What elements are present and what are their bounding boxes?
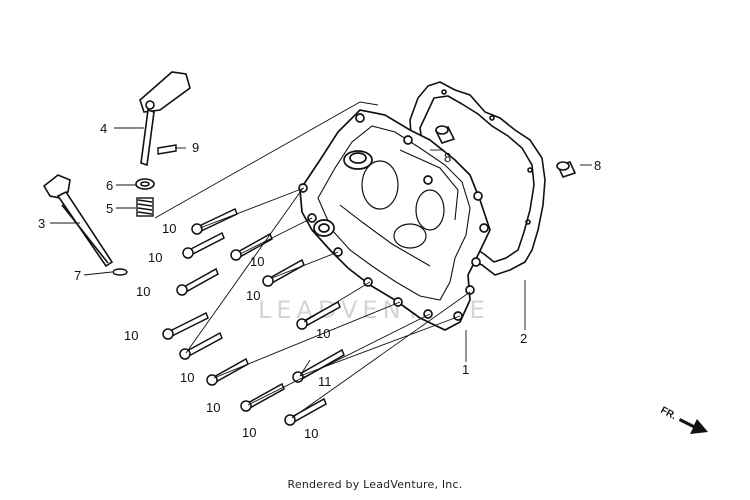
arm-lever: [139, 71, 191, 167]
bolt-7: [179, 331, 223, 360]
callout-10: 10: [316, 326, 330, 341]
leader-lines: [50, 101, 592, 419]
pin-bolt: [157, 144, 177, 155]
callout-10: 10: [180, 370, 194, 385]
bolt-6: [162, 311, 209, 340]
callout-10: 10: [206, 400, 220, 415]
front-direction-indicator: FR.: [659, 405, 708, 434]
crankcase-cover: [298, 109, 491, 331]
callout-10: 10: [124, 328, 138, 343]
callout-10: 10: [148, 250, 162, 265]
callout-8-right: 8: [594, 158, 601, 173]
callout-10: 10: [246, 288, 260, 303]
callout-6: 6: [106, 178, 113, 193]
bolt-set: [162, 207, 345, 426]
callout-2: 2: [520, 331, 527, 346]
seal-washer: [112, 268, 128, 276]
callout-9: 9: [192, 140, 199, 155]
direction-label: FR.: [659, 405, 679, 422]
callout-8-upper: 8: [444, 150, 451, 165]
callout-4: 4: [100, 121, 107, 136]
bolt-2: [182, 231, 225, 259]
callout-10: 10: [162, 221, 176, 236]
callouts: 4 9 6 5 3 7 8 8 1 2 10 10 10 10 10 10 10…: [38, 121, 601, 441]
bolt-12: [284, 397, 327, 426]
callout-3: 3: [38, 216, 45, 231]
footer-credit: Rendered by LeadVenture, Inc.: [287, 478, 463, 491]
dowel-pin-upper: [434, 125, 456, 144]
bolt-1: [191, 207, 238, 235]
bolt-4: [176, 267, 219, 296]
callout-10: 10: [242, 425, 256, 440]
callout-7: 7: [74, 268, 81, 283]
dipstick: [42, 174, 114, 268]
callout-5: 5: [106, 201, 113, 216]
bolt-5: [262, 258, 305, 287]
callout-10: 10: [304, 426, 318, 441]
dowel-pin-right: [556, 161, 577, 178]
callout-10: 10: [136, 284, 150, 299]
arrow-icon: [679, 418, 708, 434]
spring: [136, 197, 154, 217]
callout-10: 10: [250, 254, 264, 269]
callout-11: 11: [318, 374, 332, 389]
callout-1: 1: [462, 362, 469, 377]
washer: [135, 178, 155, 190]
